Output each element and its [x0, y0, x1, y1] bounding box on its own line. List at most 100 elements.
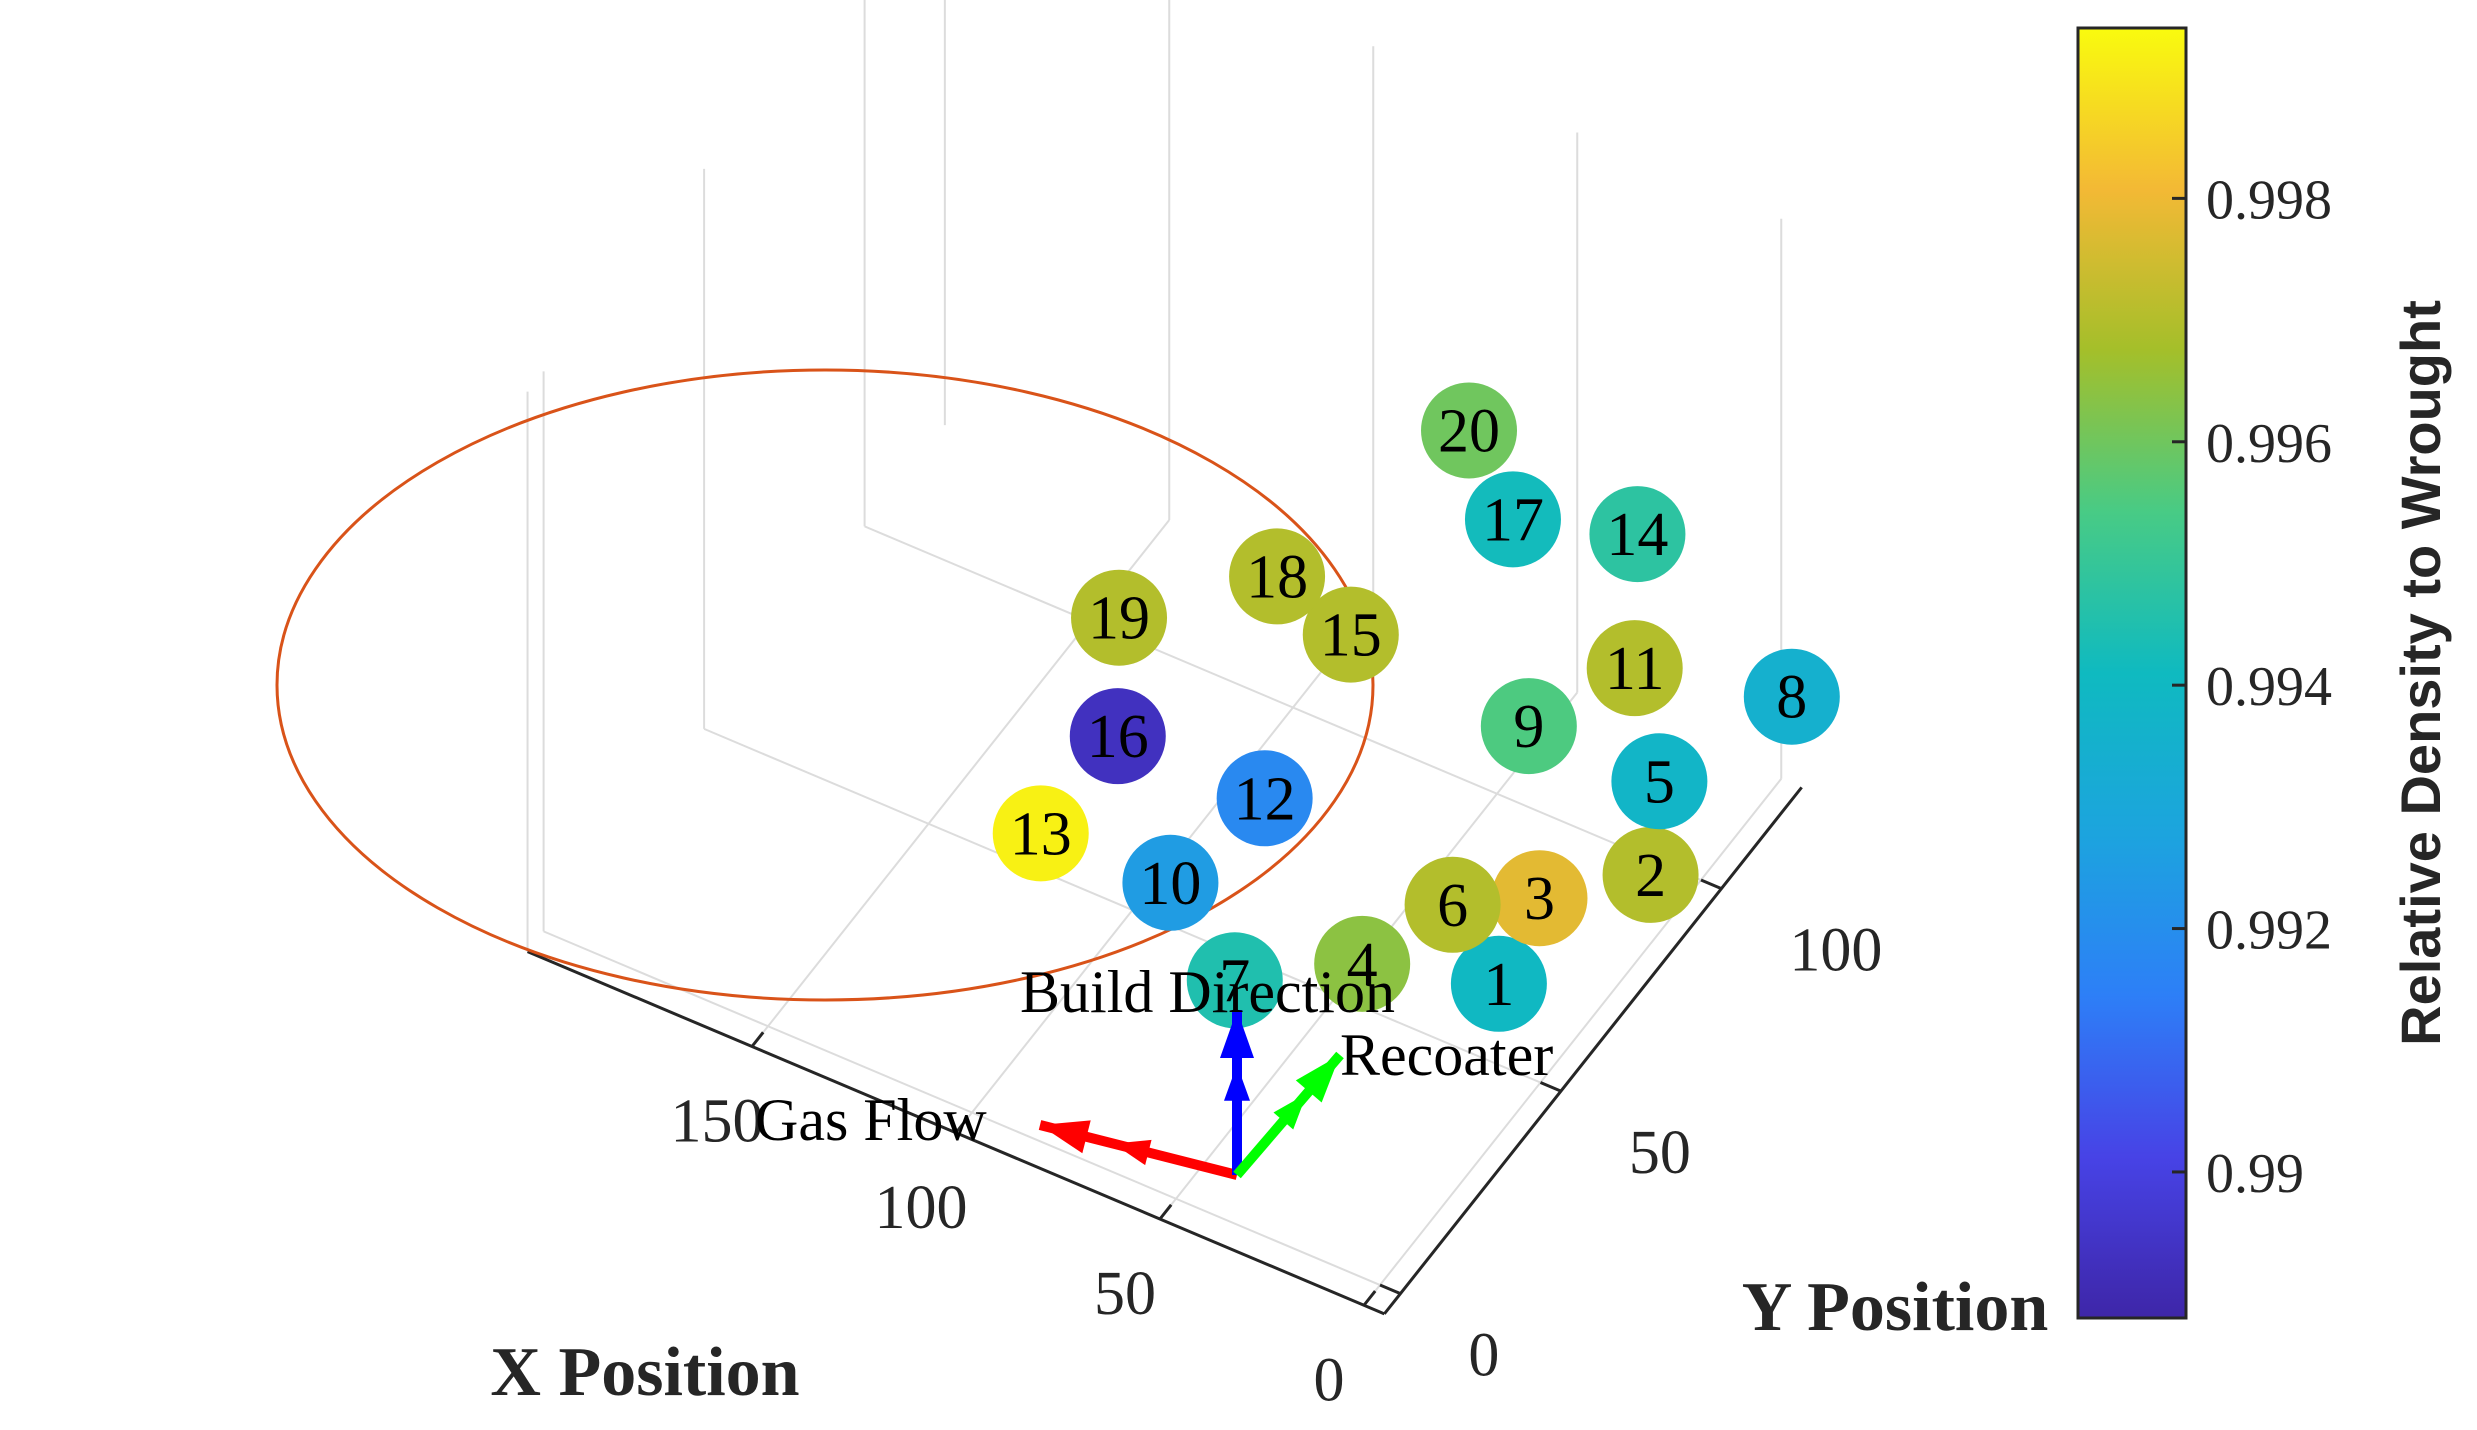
- y-tick-mark: [1539, 1081, 1562, 1093]
- colorbar-tick-label: 0.99: [2206, 1143, 2304, 1205]
- y-tick-label: 50: [1629, 1119, 1691, 1187]
- point-19: 19: [1071, 569, 1168, 666]
- point-4: 4: [1314, 915, 1411, 1012]
- point-label: 6: [1437, 872, 1468, 940]
- y-tick-mark: [1700, 878, 1722, 891]
- x-tick-mark: [1362, 1290, 1377, 1307]
- point-15: 15: [1302, 586, 1399, 683]
- point-5: 5: [1611, 733, 1708, 830]
- colorbar-label: Relative Density to Wrought: [2389, 300, 2452, 1046]
- gas-flow-arrow: [1038, 1120, 1239, 1180]
- build-direction-label: Build Direction: [1020, 959, 1395, 1025]
- point-7: 7: [1186, 932, 1283, 1029]
- y-axis-label: Y Position: [1742, 1269, 2049, 1346]
- point-18: 18: [1229, 528, 1326, 625]
- x-tick-label: 50: [1094, 1260, 1156, 1328]
- recoater-arrow-head: [1295, 1055, 1340, 1103]
- point-marker: [1611, 733, 1708, 830]
- point-marker: [1589, 486, 1686, 583]
- y-axis-line: [1383, 786, 1803, 1315]
- point-label: 15: [1320, 602, 1382, 670]
- point-marker: [1071, 569, 1168, 666]
- x-tick-label: 0: [1313, 1346, 1344, 1414]
- axes: 0 50 100 150 0 50 100: [526, 786, 1882, 1414]
- point-label: 13: [1010, 800, 1072, 868]
- point-label: 10: [1139, 850, 1201, 918]
- x-axis-line: [526, 950, 1385, 1316]
- x-tick-mark: [1158, 1203, 1173, 1220]
- point-label: 5: [1644, 748, 1675, 816]
- point-marker: [1122, 834, 1219, 931]
- point-6: 6: [1404, 856, 1501, 953]
- grid-line-y: [864, 525, 1722, 890]
- point-label: 14: [1606, 501, 1668, 569]
- colorbar-tick-label: 0.996: [2206, 413, 2332, 475]
- grid-line-x: [1363, 778, 1783, 1306]
- x-tick-label: 100: [874, 1174, 967, 1242]
- point-marker: [1421, 382, 1518, 479]
- point-label: 12: [1234, 765, 1296, 833]
- y-tick-label: 0: [1468, 1322, 1499, 1390]
- point-label: 17: [1482, 486, 1544, 554]
- point-1: 1: [1450, 935, 1547, 1032]
- gas-flow-arrow-head: [1040, 1120, 1091, 1154]
- point-label: 16: [1087, 703, 1149, 771]
- point-marker: [1586, 620, 1683, 717]
- point-marker: [1186, 932, 1283, 1029]
- point-14: 14: [1589, 486, 1686, 583]
- point-label: 4: [1347, 931, 1378, 999]
- recoater-label: Recoater: [1340, 1022, 1553, 1088]
- point-12: 12: [1216, 750, 1313, 847]
- point-label: 8: [1776, 664, 1807, 732]
- point-8: 8: [1743, 648, 1840, 745]
- y-tick-mark: [1379, 1283, 1401, 1296]
- gas-flow-label: Gas Flow: [755, 1087, 987, 1153]
- point-marker: [1229, 528, 1326, 625]
- x-tick-mark: [954, 1117, 969, 1134]
- point-20: 20: [1421, 382, 1518, 479]
- point-label: 18: [1246, 543, 1308, 611]
- x-tick-mark: [750, 1031, 765, 1048]
- point-label: 3: [1524, 865, 1555, 933]
- build-direction-arrow-mid-head: [1224, 1064, 1250, 1101]
- point-marker: [1743, 648, 1840, 745]
- point-label: 11: [1605, 635, 1665, 703]
- recoater-arrow-mid-head: [1273, 1093, 1307, 1130]
- y-tick-label: 100: [1789, 917, 1882, 985]
- build-plate-ellipse: [275, 368, 1375, 1002]
- point-marker: [1450, 935, 1547, 1032]
- colorbar-tick-label: 0.994: [2206, 656, 2332, 718]
- build-direction-arrow-head: [1220, 1010, 1254, 1058]
- colorbar-tick-label: 0.998: [2206, 169, 2332, 231]
- colorbar-tick-label: 0.992: [2206, 900, 2332, 962]
- point-13: 13: [992, 785, 1089, 882]
- point-label: 7: [1219, 947, 1250, 1015]
- gas-flow-arrow-mid-head: [1113, 1139, 1152, 1166]
- point-marker: [1602, 826, 1699, 923]
- x-tick-label: 150: [670, 1088, 763, 1156]
- grid-line-y: [543, 930, 1401, 1295]
- build-direction-arrow: [1220, 1010, 1254, 1175]
- point-marker: [1314, 915, 1411, 1012]
- point-marker: [1480, 678, 1577, 775]
- point-label: 1: [1483, 951, 1514, 1019]
- x-axis-label: X Position: [490, 1334, 799, 1411]
- point-11: 11: [1586, 620, 1683, 717]
- point-marker: [1404, 856, 1501, 953]
- point-marker: [1216, 750, 1313, 847]
- point-marker: [1491, 850, 1588, 947]
- build-plate-outline: [275, 368, 1375, 1002]
- point-9: 9: [1480, 678, 1577, 775]
- point-marker: [1464, 471, 1561, 568]
- point-marker: [1302, 586, 1399, 683]
- point-label: 2: [1635, 842, 1666, 910]
- colorbar-bar: [2076, 26, 2188, 1320]
- point-16: 16: [1069, 688, 1166, 785]
- point-label: 19: [1088, 585, 1150, 653]
- point-2: 2: [1602, 826, 1699, 923]
- recoater-arrow: [1233, 1051, 1344, 1179]
